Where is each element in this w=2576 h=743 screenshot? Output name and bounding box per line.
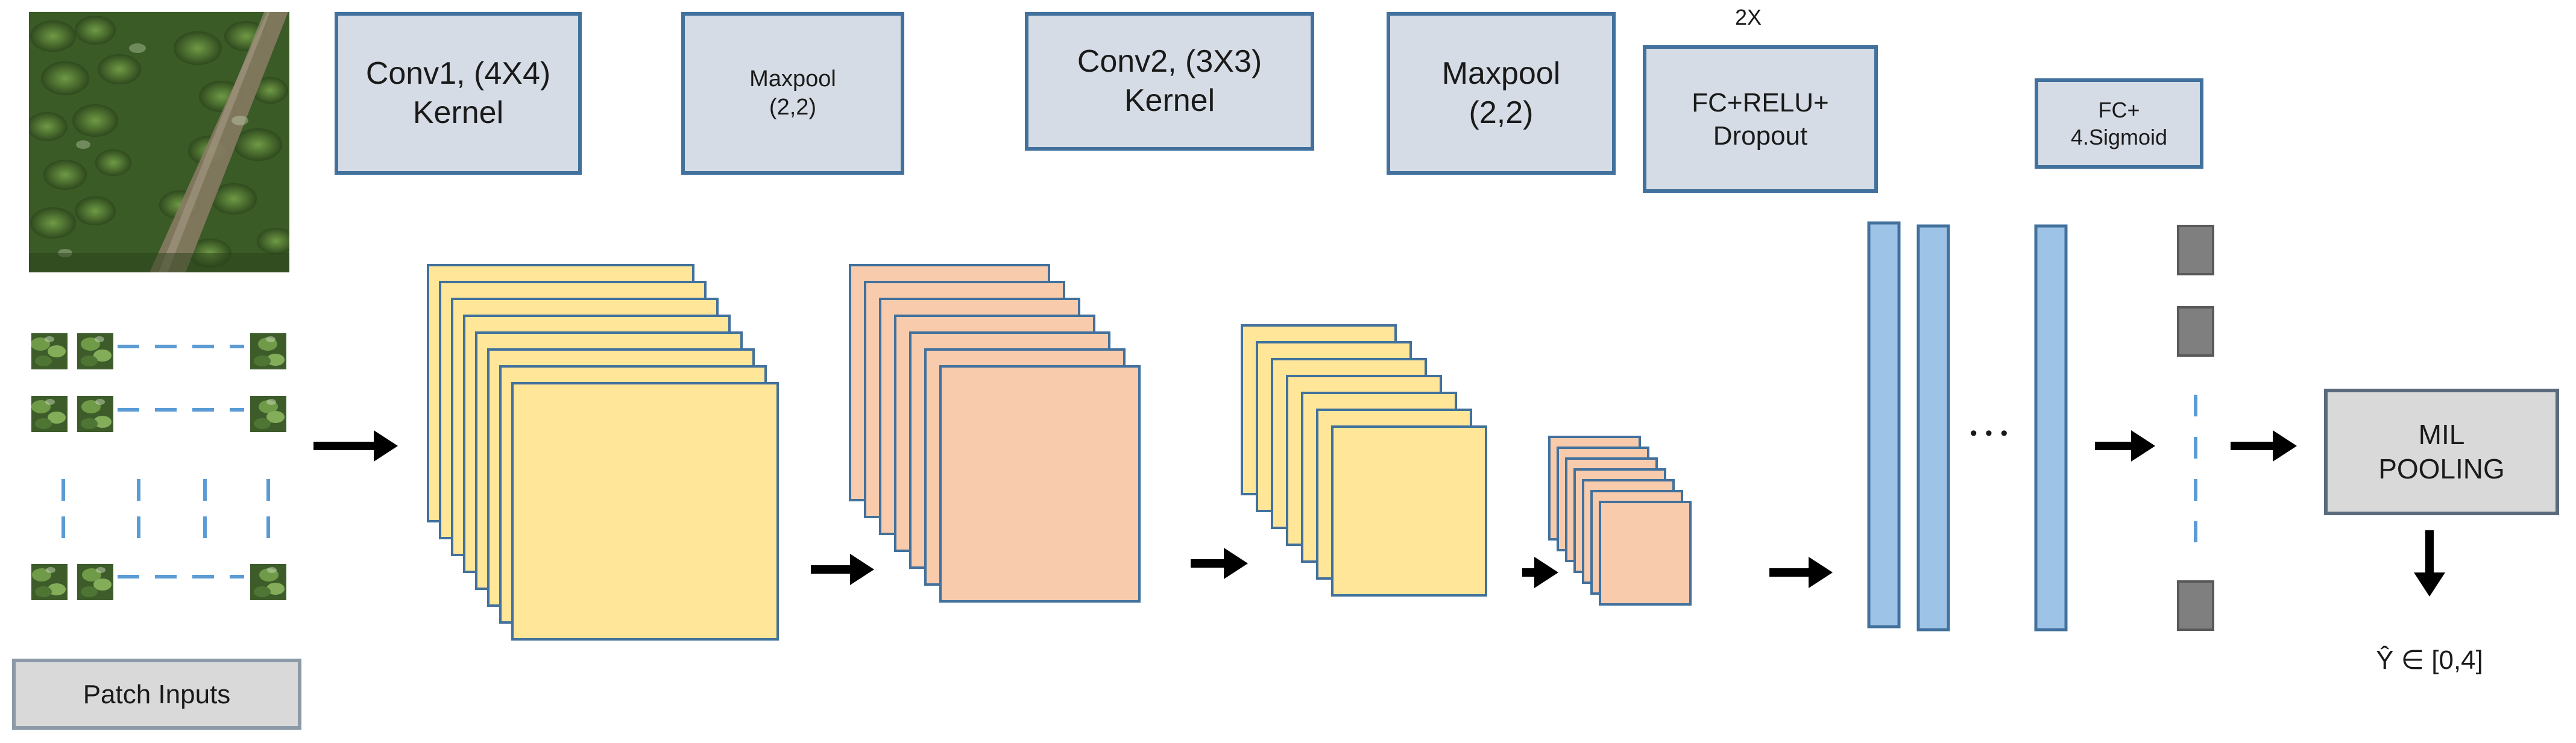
patch-thumbnail (31, 564, 68, 600)
arrowhead (2131, 430, 2155, 462)
maxpool1-feature-map (939, 365, 1141, 603)
mil-pooling-box: MIL POOLING (2324, 389, 2559, 515)
arrowhead (850, 554, 874, 585)
conv1-feature-maps (427, 264, 779, 641)
maxpool1-feature-maps (849, 264, 1141, 603)
sigmoid-output-units (2177, 225, 2214, 631)
maxpool2-label-text: Maxpool (2,2) (1441, 56, 1561, 130)
conv2-label-text: Conv2, (3X3) Kernel (1077, 44, 1262, 118)
fc-layer-bar (1867, 221, 1901, 629)
patch-thumbnail (77, 396, 113, 432)
sigmoid-unit (2177, 225, 2214, 275)
patch-thumbnail (250, 396, 286, 432)
maxpool2-label: Maxpool (2,2) (1387, 12, 1616, 175)
fc-sigmoid-label-text: FC+ 4.Sigmoid (2070, 98, 2168, 149)
maxpool1-label: Maxpool (2,2) (681, 12, 904, 175)
arrowhead (2414, 572, 2445, 597)
sigmoid-unit (2177, 306, 2214, 357)
repeat-label: 2X (1734, 5, 1762, 30)
conv2-feature-map (1331, 425, 1487, 597)
patch-grid (61, 345, 270, 578)
arrowhead (2273, 430, 2297, 462)
patch-thumbnail (77, 333, 113, 369)
arrowhead (374, 430, 398, 462)
mil-pooling-label-text: MIL POOLING (2378, 418, 2505, 485)
fc-ellipsis: • • • (1970, 422, 2009, 445)
arrowhead (1224, 548, 1248, 579)
fc-relu-dropout-label-text: FC+RELU+ Dropout (1692, 87, 1829, 151)
fc-sigmoid-label: FC+ 4.Sigmoid (2035, 78, 2203, 169)
conv1-label-text: Conv1, (4X4) Kernel (365, 56, 551, 130)
arrowhead (1534, 557, 1558, 588)
fc-relu-dropout-label: FC+RELU+ Dropout (1643, 45, 1878, 193)
fc-layer-bar (2034, 224, 2068, 632)
patch-thumbnail (31, 333, 68, 369)
patch-inputs-label: Patch Inputs (12, 659, 301, 730)
arrowhead (1809, 557, 1833, 588)
maxpool2-feature-maps (1548, 436, 1692, 606)
conv2-label: Conv2, (3X3) Kernel (1025, 12, 1314, 151)
maxpool2-feature-map (1599, 501, 1692, 606)
fc-layer-bar (1916, 224, 1950, 632)
maxpool1-label-text: Maxpool (2,2) (749, 66, 836, 121)
output-label: Ŷ ∈ [0,4] (2376, 645, 2483, 675)
patch-thumbnail (77, 564, 113, 600)
conv2-feature-maps (1241, 324, 1487, 597)
sigmoid-unit (2177, 580, 2214, 631)
patch-thumbnail (250, 564, 286, 600)
field-photo (29, 12, 289, 272)
flow-arrows (313, 430, 2445, 597)
conv1-feature-map (511, 382, 779, 641)
fully-connected-layers (1867, 221, 2068, 632)
patch-thumbnail (250, 333, 286, 369)
patch-inputs-label-text: Patch Inputs (83, 679, 231, 709)
patch-thumbnail (31, 396, 68, 432)
conv1-label: Conv1, (4X4) Kernel (335, 12, 582, 175)
